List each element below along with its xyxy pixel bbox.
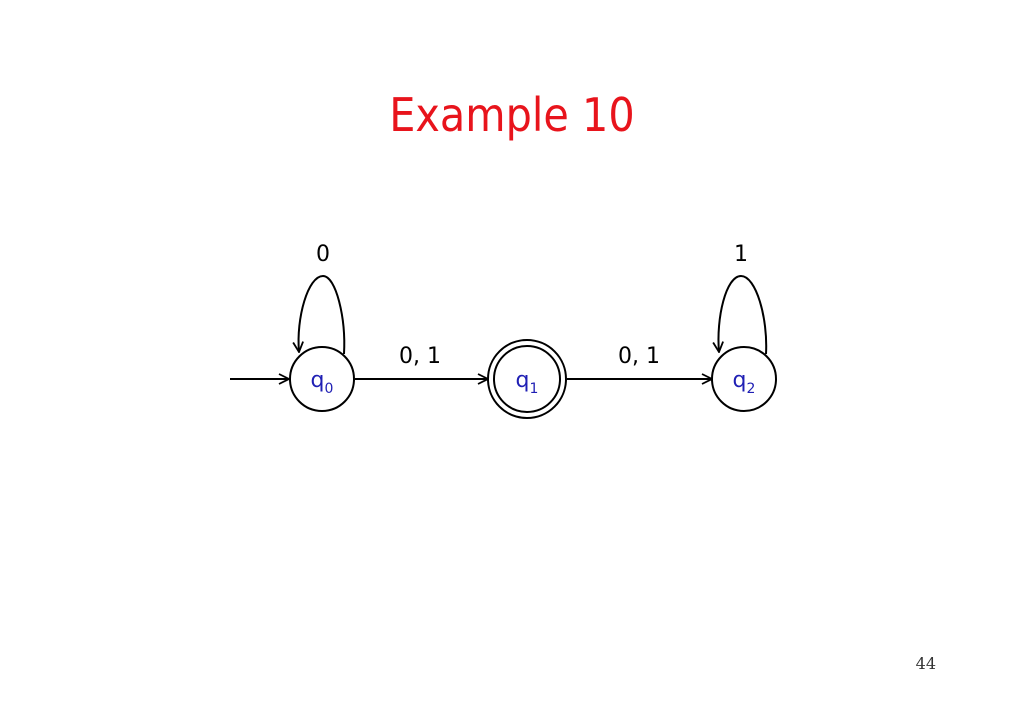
state-q2: q2 xyxy=(711,346,777,412)
transition-q0-q0 xyxy=(299,274,346,355)
transition-label-q1-q2: 0, 1 xyxy=(618,344,660,369)
state-q2-label: q2 xyxy=(733,368,756,397)
slide-title: Example 10 xyxy=(389,88,635,142)
state-q0: q0 xyxy=(289,346,355,412)
state-q2-name: q xyxy=(733,368,747,393)
state-q1: q1 xyxy=(487,339,567,419)
state-q0-name: q xyxy=(311,368,325,393)
transition-label-q2-q2: 1 xyxy=(734,242,748,267)
state-q2-circle xyxy=(711,346,777,412)
state-q0-circle xyxy=(289,346,355,412)
page-number: 44 xyxy=(915,654,936,673)
state-q2-subscript: 2 xyxy=(747,381,756,397)
state-q0-subscript: 0 xyxy=(325,381,334,397)
state-q0-label: q0 xyxy=(311,368,334,397)
state-q1-name: q xyxy=(516,368,530,393)
state-q1-label: q1 xyxy=(516,368,539,397)
transition-q2-q2 xyxy=(718,274,768,355)
state-q1-subscript: 1 xyxy=(530,381,539,397)
state-q1-inner-circle xyxy=(493,345,561,413)
transition-label-q0-q1: 0, 1 xyxy=(399,344,441,369)
transition-label-q0-q0: 0 xyxy=(316,242,330,267)
